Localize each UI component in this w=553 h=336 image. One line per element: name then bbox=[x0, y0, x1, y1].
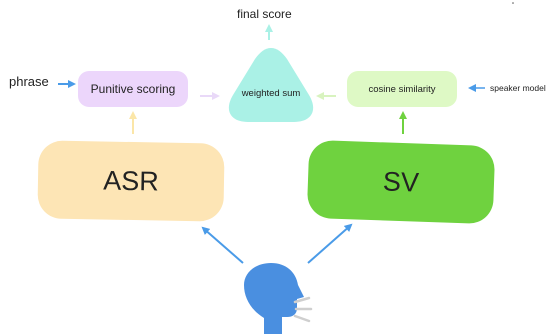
phrase-label: phrase bbox=[9, 74, 49, 89]
corner-dot bbox=[512, 2, 514, 4]
punitive-scoring-label: Punitive scoring bbox=[90, 82, 176, 96]
cosine-similarity-label: cosine similarity bbox=[368, 83, 436, 95]
asr-box: ASR bbox=[37, 140, 225, 222]
final-score-label: final score bbox=[237, 7, 292, 21]
weighted-sum-label: weighted sum bbox=[241, 88, 301, 99]
cosine-similarity-box: cosine similarity bbox=[347, 71, 457, 107]
asr-label: ASR bbox=[102, 165, 160, 196]
weighted-sum-shape bbox=[228, 48, 314, 122]
arrow-speaker-to-sv bbox=[307, 223, 353, 264]
sv-box: SV bbox=[306, 139, 496, 225]
speaker-model-label: speaker model bbox=[490, 83, 546, 93]
sv-label: SV bbox=[382, 165, 420, 198]
arrow-speaker-to-asr bbox=[201, 226, 244, 264]
punitive-scoring-box: Punitive scoring bbox=[78, 71, 188, 107]
speaking-head-icon bbox=[244, 263, 313, 334]
